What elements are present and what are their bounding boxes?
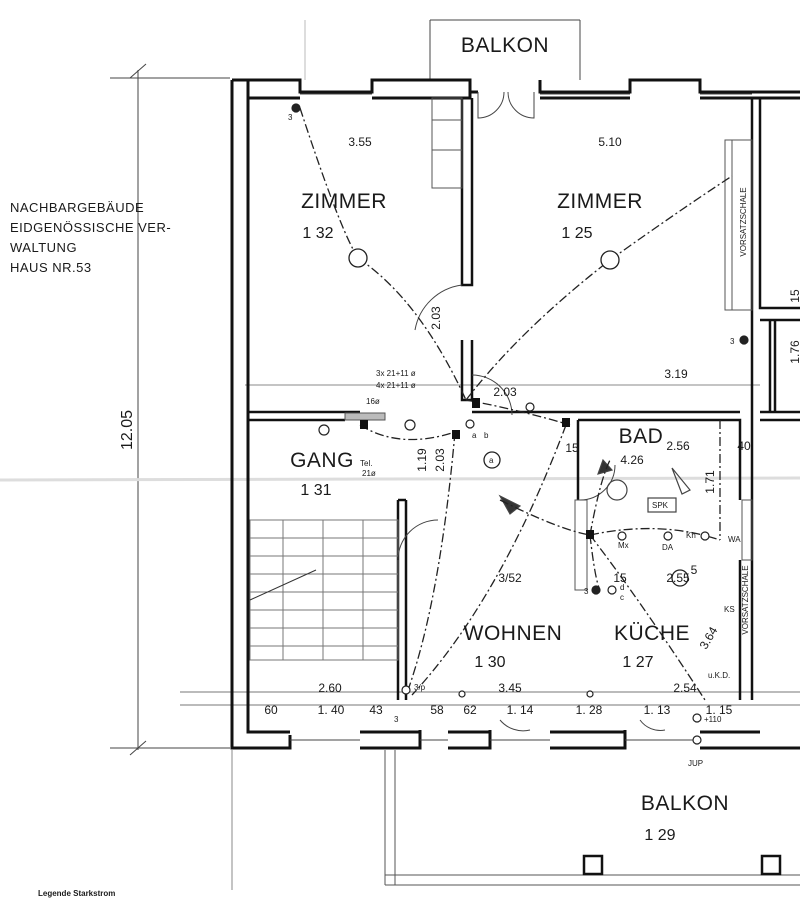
room-number: 1 32 xyxy=(302,225,333,242)
room-number: 1 31 xyxy=(300,482,331,499)
cable-note-1: 3x 21+11 ø xyxy=(376,369,416,378)
label-da: DA xyxy=(662,543,674,552)
room-label: KÜCHE xyxy=(614,622,690,645)
dim-b-43: 43 xyxy=(369,703,383,717)
vorsatzschale-bottom: VORSATZSCHALE xyxy=(741,565,750,634)
label-b: b xyxy=(484,431,489,440)
switch-3c: 3 xyxy=(584,587,589,596)
dim-gang-119: 1.19 xyxy=(415,448,429,472)
room-label: ZIMMER xyxy=(557,190,643,213)
label-jup: JUP xyxy=(688,759,703,768)
dim-b-140: 1. 40 xyxy=(318,703,345,717)
balcony-bottom-label: BALKON xyxy=(641,792,729,815)
dim-b-114: 1. 14 xyxy=(507,703,534,717)
dim-b-128: 1. 28 xyxy=(576,703,603,717)
electrical-annotations: 3x 21+11 ø 4x 21+11 ø 16ø Tel. 21ø a a b… xyxy=(288,113,741,768)
switch-3a: 3 xyxy=(288,113,293,122)
label-kh: Kh xyxy=(686,531,696,540)
circle-a-label: a xyxy=(489,456,494,465)
overall-height: 12.05 xyxy=(119,410,136,450)
dim-zimmer2-depth: 3.19 xyxy=(664,367,688,381)
dim-b-15b: 15 xyxy=(613,571,627,585)
label-a: a xyxy=(472,431,477,440)
bathroom-fixtures xyxy=(498,458,691,515)
dim-door-c: 2.03 xyxy=(433,448,447,472)
switch-3b: 3 xyxy=(730,337,735,346)
dim-kueche-364: 3.64 xyxy=(697,624,721,652)
label-ukd: u.K.D. xyxy=(708,671,730,680)
balcony-top-label: BALKON xyxy=(461,34,549,57)
right-dim-176: 1.76 xyxy=(788,340,800,364)
vertical-labels: VORSATZSCHALE VORSATZSCHALE 15 1.76 xyxy=(739,187,800,634)
dim-b-5: 5 xyxy=(691,563,698,577)
outlets xyxy=(291,103,749,745)
dim-b-113: 1. 13 xyxy=(644,703,671,717)
label-d: d xyxy=(620,583,624,592)
dim-zimmer1-width: 3.55 xyxy=(348,135,372,149)
staircase xyxy=(249,519,399,661)
dim-gang-260: 2.60 xyxy=(318,681,342,695)
exterior-walls xyxy=(230,78,800,750)
doors xyxy=(397,91,666,732)
balcony-bottom-number: 1 29 xyxy=(644,827,675,844)
tel-label: Tel. xyxy=(360,459,372,468)
switch-3d: 3 xyxy=(394,715,399,724)
label-wa: WA xyxy=(728,535,741,544)
dim-wohnen-352: 3/52 xyxy=(498,571,522,585)
neighbor-note: NACHBARGEBÄUDE EIDGENÖSSISCHE VER- WALTU… xyxy=(10,200,171,275)
label-spk: SPK xyxy=(652,501,669,510)
dim-door-a: 2.03 xyxy=(429,306,443,330)
legend-caption: Legende Starkstrom xyxy=(38,889,115,898)
dim-b-58: 58 xyxy=(430,703,444,717)
dim-b-115: 1. 15 xyxy=(706,703,733,717)
room-number: 1 25 xyxy=(561,225,592,242)
dim-door-b: 2.03 xyxy=(493,385,517,399)
dim-b-62: 62 xyxy=(463,703,477,717)
dim-wohnen-345: 3.45 xyxy=(498,681,522,695)
neighbor-note-line4: HAUS NR.53 xyxy=(10,260,92,275)
vorsatzschale-top: VORSATZSCHALE xyxy=(739,187,748,256)
electrical-circuits xyxy=(299,107,733,701)
dimension-labels: 3.55 5.10 2.03 2.03 2.03 3.19 2.56 40 1.… xyxy=(264,135,751,717)
room-labels: ZIMMER 1 32 ZIMMER 1 25 GANG 1 31 BAD 4.… xyxy=(290,190,690,671)
dim-kueche-255: 2.55 xyxy=(666,571,690,585)
label-p110: +110 xyxy=(704,715,722,724)
room-number: 4.26 xyxy=(620,453,644,467)
cable-note-3: 16ø xyxy=(366,397,380,406)
room-label: ZIMMER xyxy=(301,190,387,213)
dim-b-60: 60 xyxy=(264,703,278,717)
ceiling-lights xyxy=(348,248,689,587)
dim-bad-256: 2.56 xyxy=(666,439,690,453)
balcony-posts xyxy=(582,854,782,876)
reference-lines xyxy=(0,19,800,890)
switch-3po: 3/p xyxy=(414,683,426,692)
dim-b-15a: 15 xyxy=(565,441,579,455)
distribution-boxes xyxy=(360,398,594,539)
label-ks: KS xyxy=(724,605,735,614)
label-mx: Mx xyxy=(618,541,629,550)
dim-kueche-254: 2.54 xyxy=(673,681,697,695)
dim-bad-40: 40 xyxy=(737,439,751,453)
cable-note-2: 4x 21+11 ø xyxy=(376,381,416,390)
room-number: 1 27 xyxy=(622,654,653,671)
tel-label-2: 21ø xyxy=(362,469,376,478)
dim-zimmer2-width: 5.10 xyxy=(598,135,622,149)
room-number: 1 30 xyxy=(474,654,505,671)
windows xyxy=(290,93,752,741)
label-c: c xyxy=(620,593,624,602)
dim-bad-171: 1.71 xyxy=(703,470,717,494)
room-label: GANG xyxy=(290,449,354,472)
room-label: BAD xyxy=(619,425,664,448)
neighbor-note-line2: EIDGENÖSSISCHE VER- xyxy=(10,220,171,235)
room-label: WOHNEN xyxy=(464,622,563,645)
right-dim-15: 15 xyxy=(788,289,800,303)
neighbor-note-line1: NACHBARGEBÄUDE xyxy=(10,200,144,215)
neighbor-note-line3: WALTUNG xyxy=(10,240,77,255)
